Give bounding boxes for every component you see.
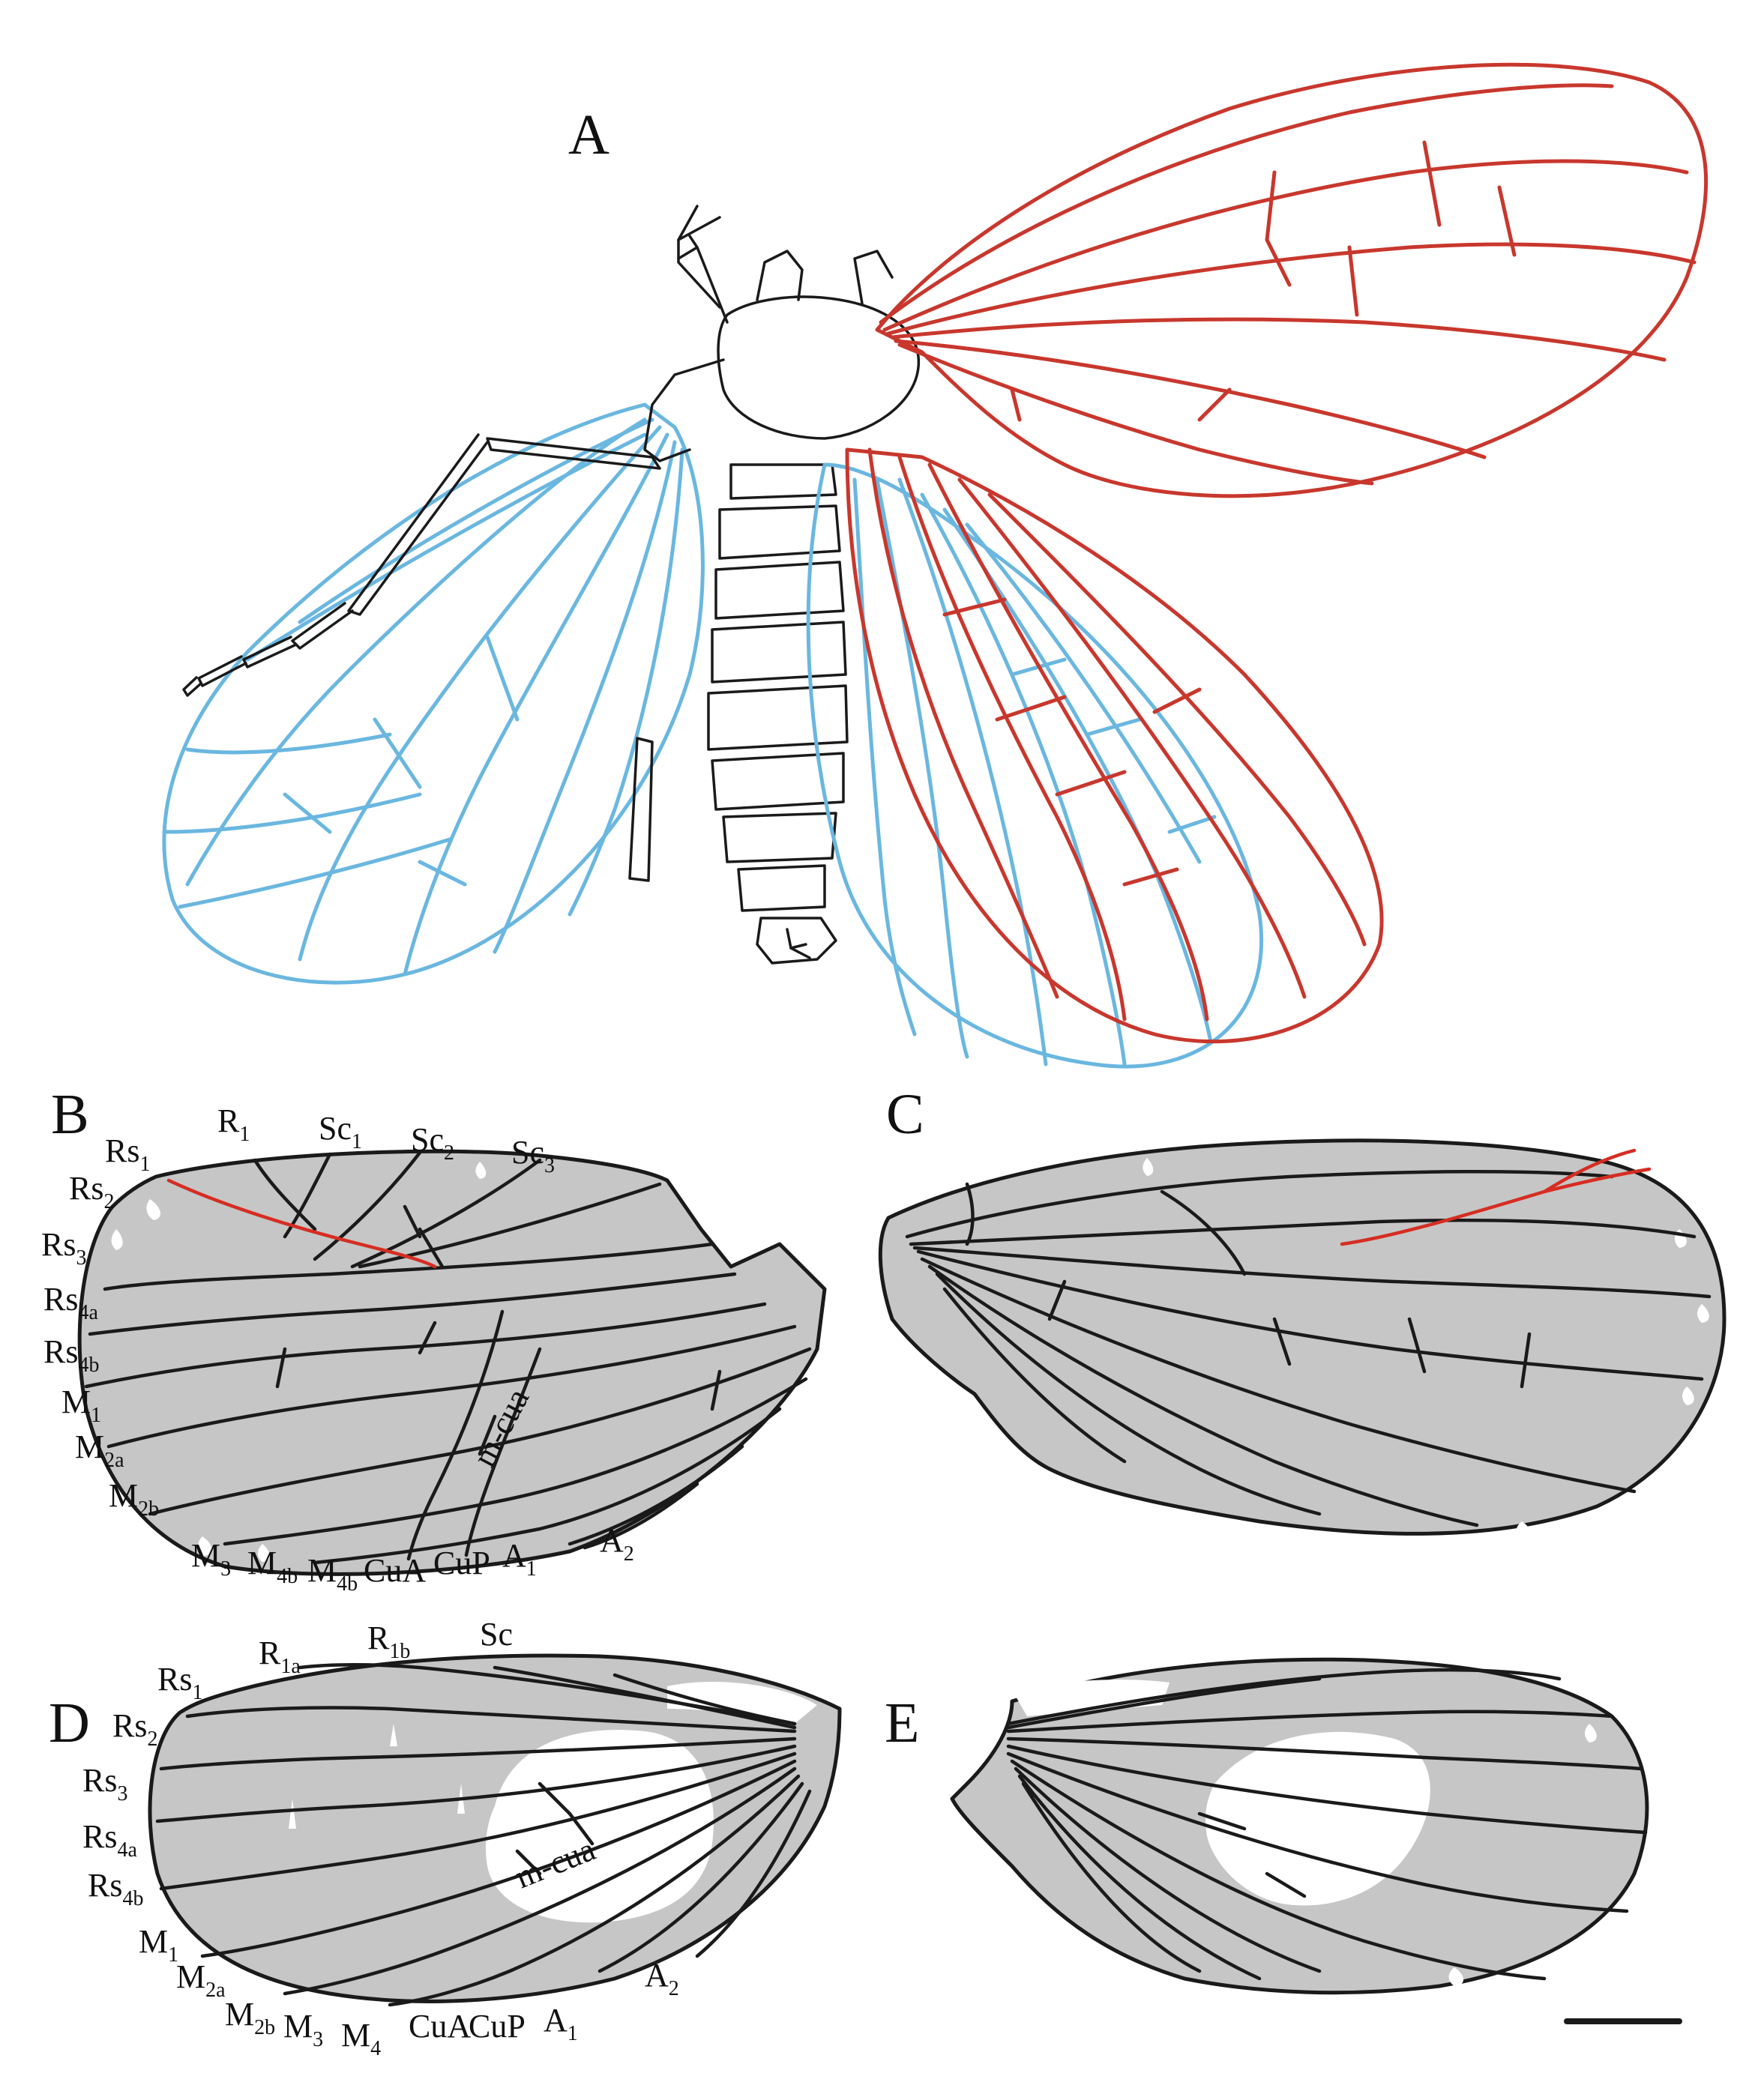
panel-a: A	[162, 62, 1709, 1069]
left-hindwing	[162, 402, 705, 985]
b-vein-label-8: Rs4b	[43, 1333, 99, 1377]
wing-b-outline	[77, 1149, 827, 1576]
d-vein-label-6: Rs4a	[82, 1818, 137, 1862]
panel-letter-a: A	[568, 103, 609, 166]
b-vein-label-18: A2	[600, 1522, 634, 1566]
panel-e: E	[885, 1657, 1682, 2024]
d-vein-label-12: M4	[341, 2017, 381, 2060]
antenna	[182, 433, 661, 697]
wing-d-veins	[155, 1663, 812, 2007]
b-vein-label-10: M2a	[75, 1428, 124, 1472]
d-vein-label-2: Sc	[480, 1616, 513, 1653]
wing-e-veins	[1006, 1668, 1648, 1981]
b-vein-label-12: M3	[191, 1537, 231, 1581]
d-vein-label-7: Rs4b	[88, 1867, 143, 1910]
d-vein-label-8: M1	[139, 1923, 178, 1967]
b-vein-label-4: Sc3	[511, 1134, 555, 1177]
d-vein-label-10: M2b	[225, 1996, 275, 2039]
b-vein-label-2: Sc1	[319, 1110, 362, 1153]
moth-body	[628, 205, 920, 965]
b-vein-label-11: M2b	[109, 1477, 159, 1521]
d-vein-label-15: A1	[544, 2002, 578, 2045]
b-vein-label-13: M4b	[247, 1545, 298, 1588]
d-vein-label-5: Rs3	[82, 1762, 127, 1805]
wing-c-outline	[878, 1138, 1727, 1536]
b-vein-label-17: A1	[502, 1537, 537, 1581]
b-vein-label-14: M4b	[307, 1552, 358, 1596]
panel-letter-c: C	[886, 1083, 924, 1146]
panel-c: C	[878, 1083, 1727, 1540]
b-vein-label-3: Sc2	[411, 1121, 454, 1165]
d-vein-label-14: CuP	[469, 2008, 526, 2045]
d-vein-label-9: M2a	[176, 1958, 226, 2002]
right-hindwing	[806, 462, 1264, 1069]
b-vein-label-9: M1	[61, 1384, 101, 1427]
d-vein-label-16: A2	[645, 1957, 679, 2000]
d-vein-label-1: R1b	[367, 1620, 410, 1663]
b-vein-label-15: CuA	[364, 1552, 426, 1589]
right-forewing-upper	[875, 62, 1709, 498]
d-vein-label-13: CuA	[409, 2008, 471, 2045]
panel-letter-e: E	[885, 1692, 919, 1754]
panel-letter-d: D	[49, 1692, 90, 1754]
d-vein-label-0: R1a	[259, 1635, 301, 1678]
b-vein-label-0: Rs1	[105, 1132, 150, 1176]
wing-c-veins	[905, 1148, 1712, 1527]
panel-letter-b: B	[51, 1083, 89, 1146]
panel-b: B	[41, 1083, 827, 1596]
b-vein-label-5: Rs2	[69, 1170, 114, 1213]
d-vein-label-4: Rs2	[112, 1707, 157, 1751]
b-vein-label-16: CuP	[433, 1545, 490, 1581]
b-vein-label-1: R1	[217, 1102, 250, 1146]
b-vein-label-6: Rs3	[41, 1226, 86, 1270]
right-forewing-lower	[845, 447, 1384, 1044]
b-vein-label-7: Rs4a	[43, 1281, 98, 1324]
wing-b-veins	[84, 1150, 812, 1565]
d-vein-label-3: Rs1	[157, 1661, 202, 1704]
d-vein-label-11: M3	[283, 2008, 323, 2051]
